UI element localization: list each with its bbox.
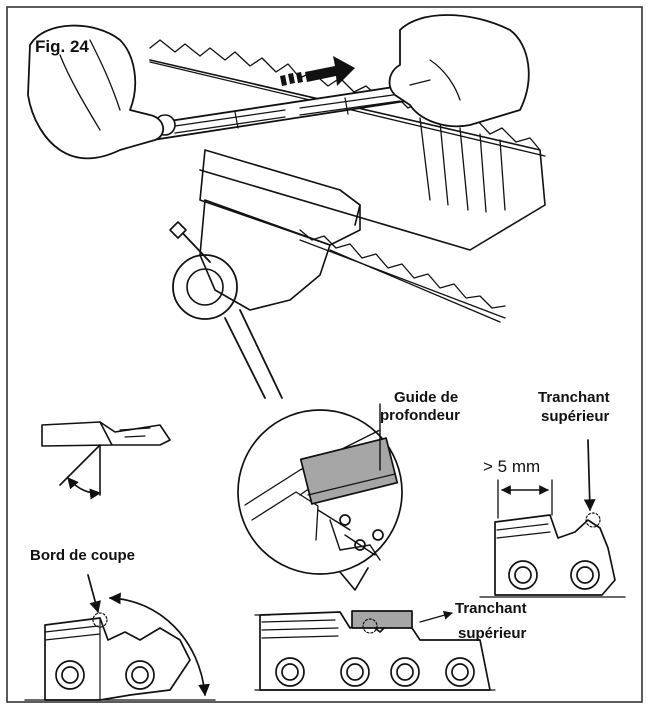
depth-gauge-label-line2: profondeur [380, 407, 460, 424]
guide-bar-upper [149, 59, 546, 251]
cutter-link-left [44, 617, 191, 701]
magnifier-pointer [339, 567, 369, 591]
right-hand [388, 14, 530, 128]
top-edge-right-label-line1: Tranchant [538, 389, 610, 406]
top-edge-marker-right [585, 512, 601, 528]
top-edge-bottom-label-line2: supérieur [458, 625, 527, 642]
top-edge-pointer-right [583, 439, 596, 512]
vise-jaw-back [199, 149, 361, 246]
figure-frame [6, 6, 643, 703]
cutter-cutting-edge-view [24, 574, 216, 701]
cutting-edge-pointer [87, 574, 101, 614]
spacing-label: > 5 mm [483, 457, 540, 476]
vise-post [224, 309, 283, 399]
top-edge-bottom-label-line1: Tranchant [455, 600, 527, 617]
filing-direction-arrow [280, 56, 355, 86]
depth-gauge-detail [237, 409, 496, 691]
depth-gauge-tool [299, 437, 399, 505]
cutting-edge-label: Bord de coupe [30, 547, 135, 564]
angle-line-oblique [59, 444, 101, 486]
angle-arc-arrow [67, 477, 102, 500]
cutting-angle-arc [108, 592, 210, 697]
vise-jaw-front [199, 199, 331, 311]
cutter-angle-view [41, 421, 171, 500]
top-edge-right-label-line2: supérieur [541, 408, 610, 425]
depth-gauge-label-line1: Guide de [394, 389, 458, 406]
vise-knob [172, 254, 238, 320]
figure-label: Fig. 24 [35, 37, 89, 56]
filing-illustration [27, 14, 546, 399]
depth-gauge-on-chain [351, 610, 413, 629]
spacing-detail [479, 439, 626, 598]
